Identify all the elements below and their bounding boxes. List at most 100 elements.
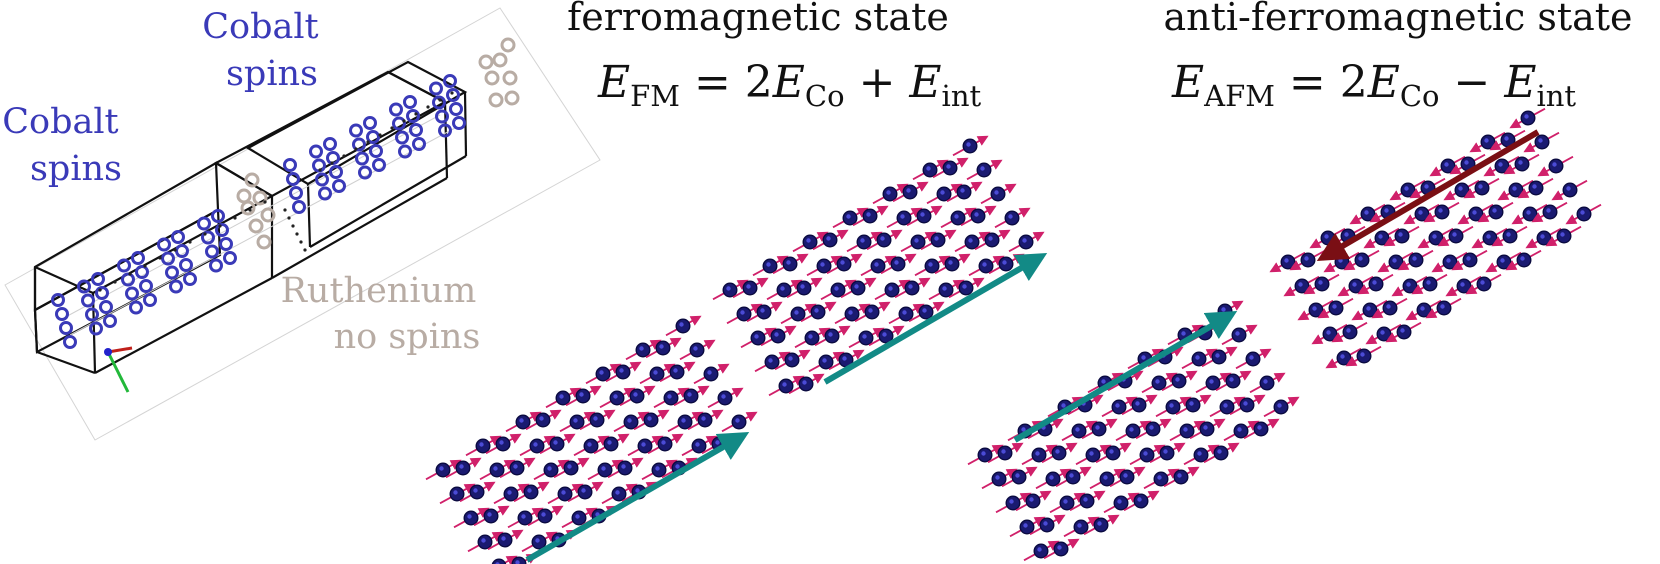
atom-highlight (681, 418, 686, 423)
cobalt-atom (403, 95, 417, 109)
atom-highlight (1352, 282, 1357, 287)
atom-highlight (962, 284, 967, 289)
atom-highlight (547, 466, 552, 471)
atom-highlight (667, 394, 672, 399)
cobalt-atom (139, 279, 153, 293)
atom-highlight (1438, 208, 1443, 213)
atom-highlight (621, 464, 626, 469)
atom-highlight (1486, 234, 1491, 239)
lattice-point (426, 105, 430, 109)
atom-highlight (707, 370, 712, 375)
cobalt-atom (449, 102, 463, 116)
atom-highlight (1298, 282, 1303, 287)
lattice-point (158, 256, 162, 260)
atom-highlight (695, 442, 700, 447)
atom-highlight (1169, 403, 1174, 408)
atom-highlight (1029, 497, 1034, 502)
atom-highlight (467, 514, 472, 519)
cell-frame-edge (33, 309, 39, 353)
atom-highlight (1384, 208, 1389, 213)
ruthenium-atom (256, 234, 272, 250)
atom-highlight (1444, 162, 1449, 167)
cobalt-atom (99, 300, 113, 314)
cobalt-atom (349, 123, 363, 138)
atom-highlight (840, 260, 845, 265)
atom-highlight (1332, 304, 1337, 309)
atom-highlight (607, 440, 612, 445)
atom-highlight (1400, 328, 1405, 333)
lattice-point (173, 248, 177, 252)
atom-highlight (1506, 232, 1511, 237)
lattice-point (295, 232, 299, 236)
atom-highlight (1520, 256, 1525, 261)
atom-highlight (900, 214, 905, 219)
lattice-point (263, 200, 267, 204)
lattice-point (299, 240, 303, 244)
atom-highlight (1002, 260, 1007, 265)
atom-highlight (1101, 379, 1106, 384)
cobalt-atom (175, 244, 189, 258)
lattice-point (390, 126, 394, 130)
atom-highlight (882, 332, 887, 337)
atom-highlight (1117, 499, 1122, 504)
cobalt-atom (205, 244, 219, 259)
cobalt-atom (211, 209, 225, 223)
cobalt-atom (77, 279, 91, 294)
atom-highlight (1344, 232, 1349, 237)
atom-highlight (1229, 377, 1234, 382)
atom-highlight (994, 190, 999, 195)
atom-highlight (854, 284, 859, 289)
atom-highlight (868, 308, 873, 313)
atom-highlight (535, 538, 540, 543)
lattice-point (248, 208, 252, 212)
atom-highlight (968, 238, 973, 243)
ruthenium-label: Ruthenium no spins (281, 271, 488, 357)
atom-highlight (1063, 499, 1068, 504)
fm-upper-magnetization-arrow (823, 252, 1048, 385)
atom-highlight (1404, 186, 1409, 191)
atom-highlight (928, 262, 933, 267)
cobalt-atom (443, 74, 457, 88)
afm-upper-magnetization-arrow (1316, 129, 1540, 262)
cell-frame-edge (306, 183, 312, 248)
cobalt-atom (432, 95, 446, 110)
atom-highlight (1277, 403, 1282, 408)
atom-highlight (693, 346, 698, 351)
atom-highlight (641, 442, 646, 447)
cobalt-atom (366, 130, 380, 144)
atom-highlight (481, 538, 486, 543)
cobalt-atom (219, 237, 233, 251)
atom-highlight (553, 440, 558, 445)
atom-highlight (459, 464, 464, 469)
atom-highlight (948, 260, 953, 265)
cobalt-atom (446, 88, 460, 102)
atom-highlight (653, 370, 658, 375)
atom-highlight (1009, 499, 1014, 504)
lattice-point (450, 91, 454, 95)
atom-highlight (1398, 232, 1403, 237)
cobalt-atom (309, 144, 323, 159)
atom-highlight (974, 212, 979, 217)
atom-highlight (1223, 403, 1228, 408)
atom-highlight (920, 212, 925, 217)
cobalt-atom (429, 81, 443, 96)
atom-highlight (575, 514, 580, 519)
lattice-point (218, 224, 222, 228)
lattice-point (188, 240, 192, 244)
cobalt-atom (165, 265, 179, 280)
cobalt-atom (318, 186, 332, 201)
cobalt-atom (201, 230, 215, 245)
atom-highlight (1406, 282, 1411, 287)
atom-highlight (888, 286, 893, 291)
atom-highlight (479, 442, 484, 447)
cell-frame-edge (443, 101, 449, 179)
atom-highlight (848, 310, 853, 315)
atom-highlight (1304, 256, 1309, 261)
atom-highlight (487, 512, 492, 517)
atom-highlight (507, 490, 512, 495)
atom-highlight (1418, 210, 1423, 215)
afm-equation: EAFM = 2ECo − Eint (1171, 57, 1576, 113)
cobalt-atom (143, 293, 157, 307)
cobalt-atom (59, 321, 73, 335)
cobalt-atom (223, 251, 237, 265)
